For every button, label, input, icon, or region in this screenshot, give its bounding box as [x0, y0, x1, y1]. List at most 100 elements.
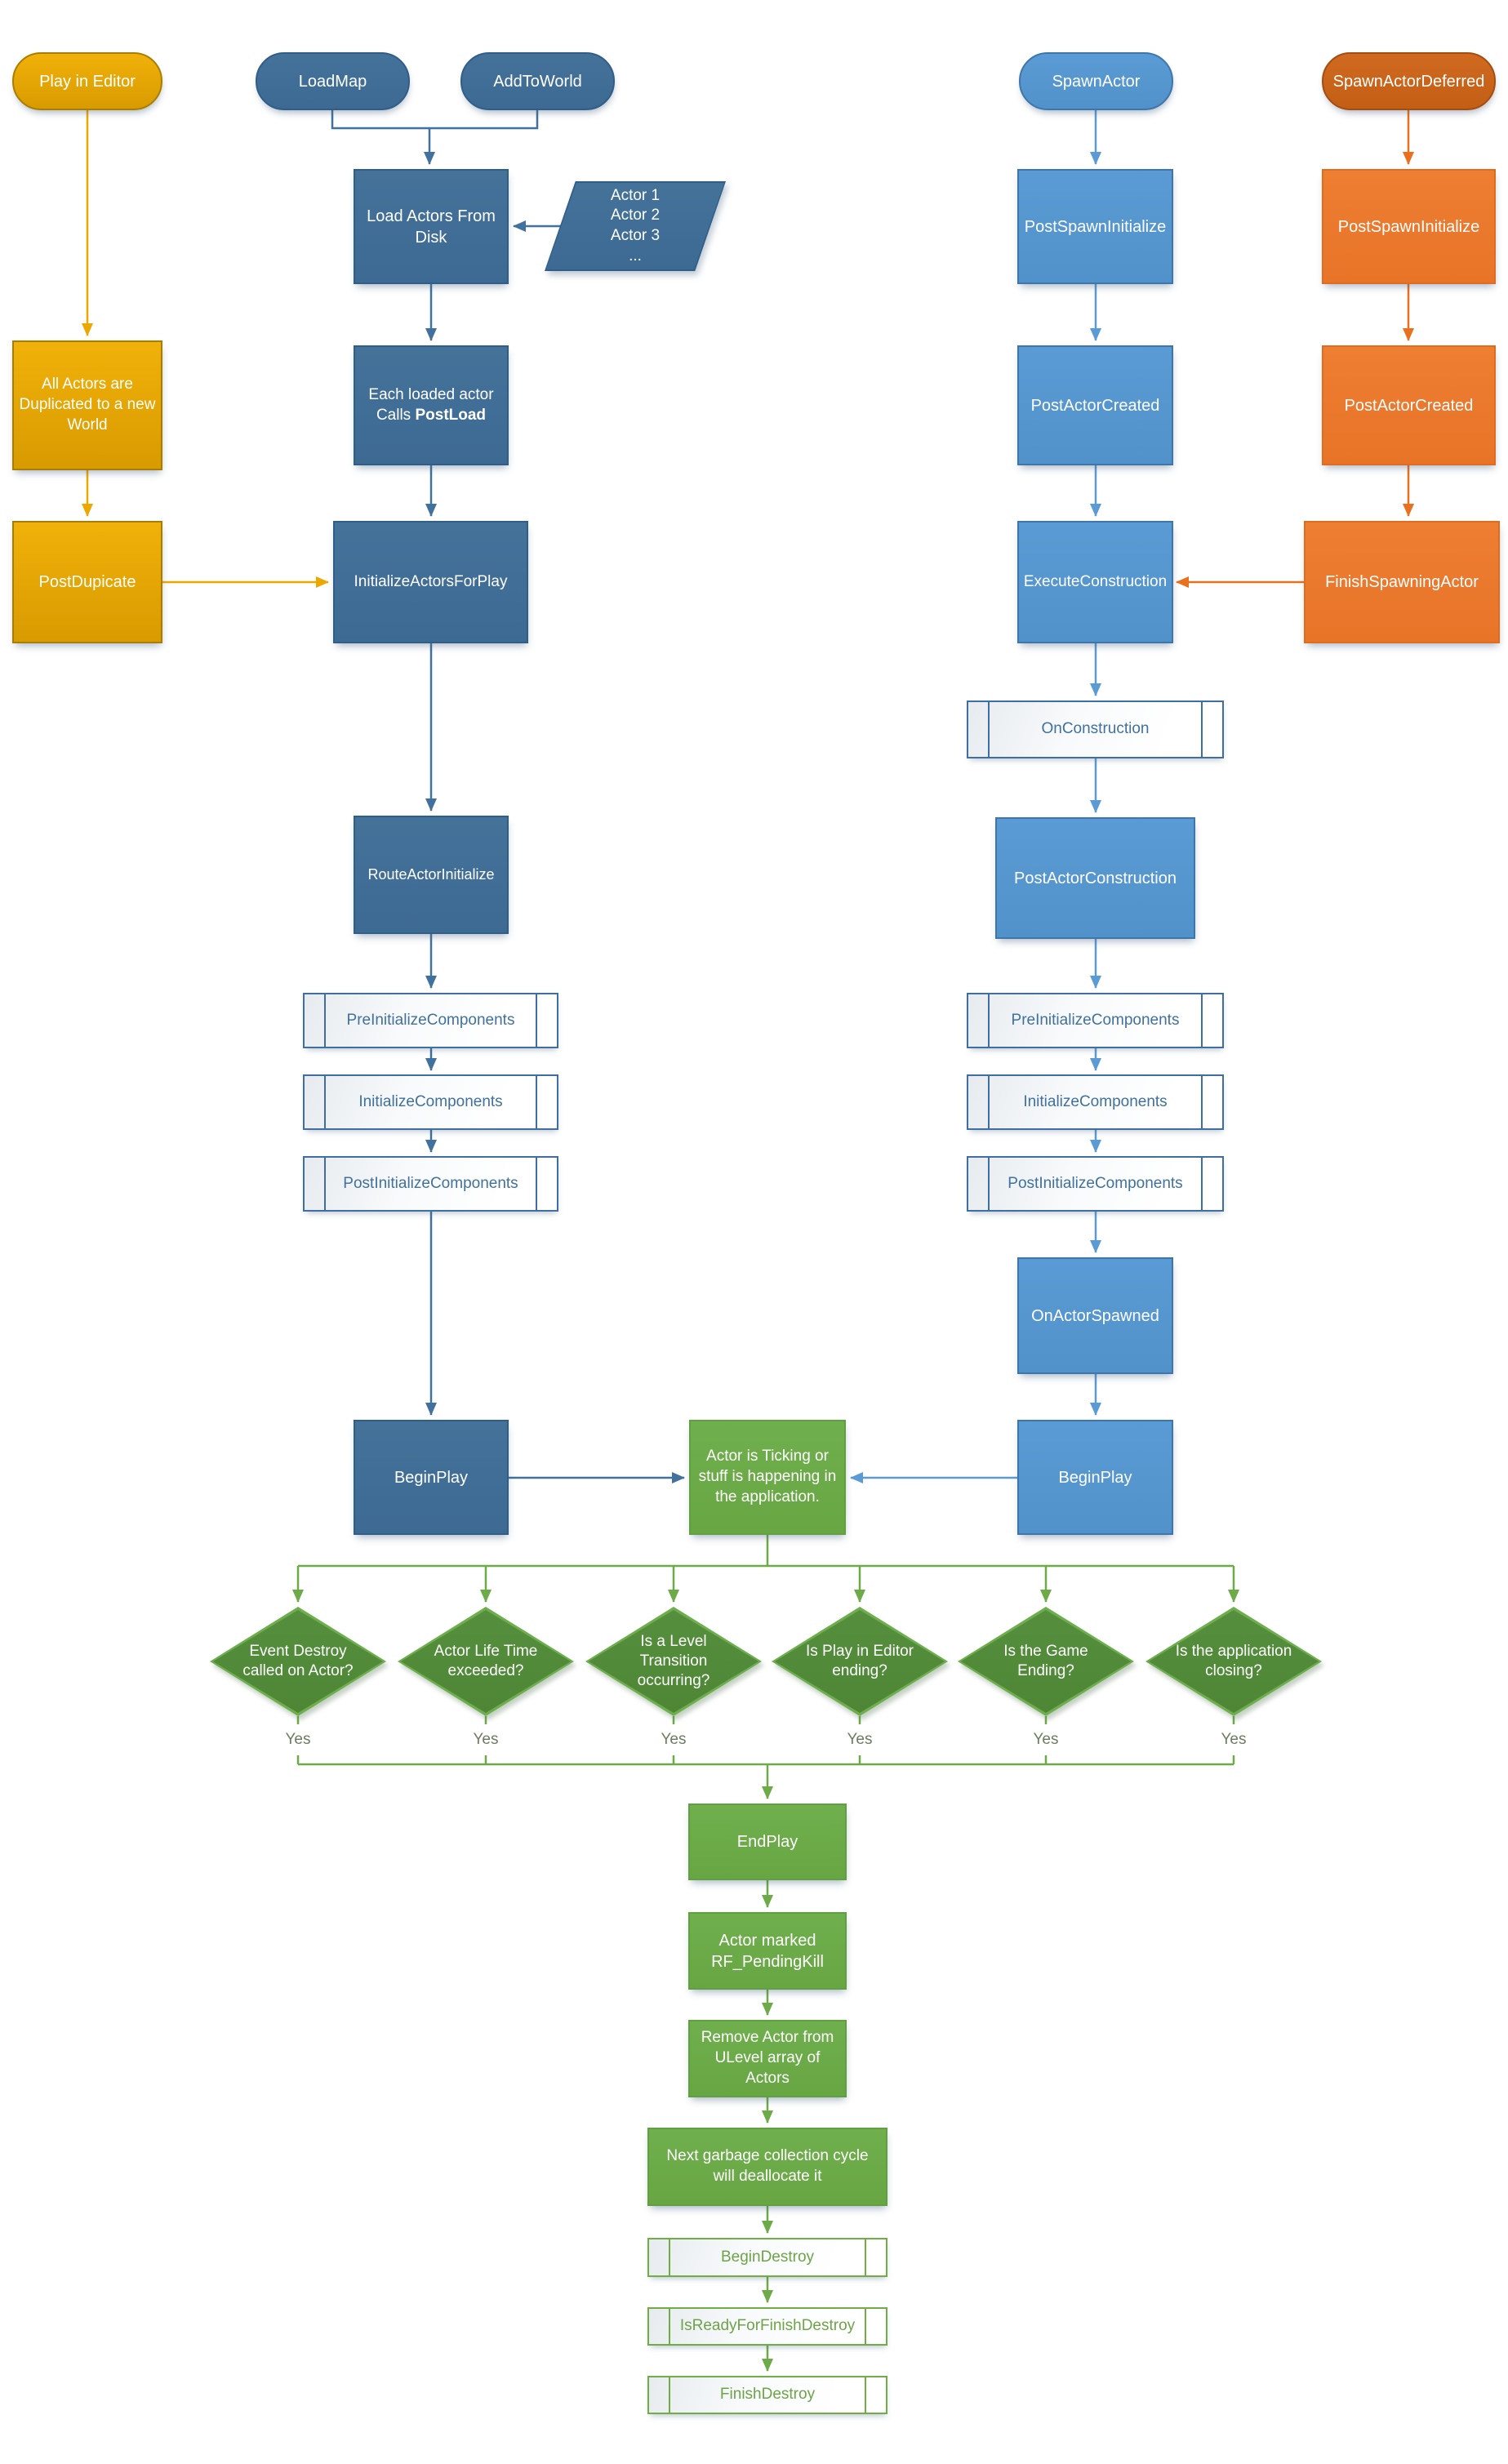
node-label: InitializeComponents: [358, 1092, 503, 1110]
yes-label-3: Yes: [641, 1724, 706, 1755]
node-label: BeginPlay: [394, 1468, 469, 1487]
node-label: Yes: [661, 1730, 687, 1748]
yes-label-2: Yes: [453, 1724, 518, 1755]
diamond-game-ending: Is the Game Ending?: [958, 1607, 1134, 1716]
actor-is-ticking: Actor is Ticking or stuff is happening i…: [689, 1420, 846, 1535]
node-label: Actor marked RF_PendingKill: [711, 1931, 824, 1971]
preinitializecomponents-spawn: PreInitializeComponents: [967, 993, 1224, 1048]
node-label: Next garbage collection cycle will deall…: [666, 2147, 869, 2185]
executeconstruction: ExecuteConstruction: [1017, 521, 1173, 643]
node-label: PostSpawnInitialize: [1024, 217, 1167, 236]
yes-label-5: Yes: [1013, 1724, 1079, 1755]
diamond-app-closing: Is the application closing?: [1145, 1607, 1322, 1716]
yes-label-4: Yes: [827, 1724, 892, 1755]
node-label: SpawnActorDeferred: [1332, 72, 1485, 91]
node-label: Actor is Ticking or stuff is happening i…: [698, 1448, 837, 1506]
node-label: PostActorConstruction: [1014, 869, 1177, 887]
node-label: OnActorSpawned: [1031, 1306, 1159, 1325]
node-label: PostDupicate: [38, 573, 136, 591]
beginplay-main: BeginPlay: [354, 1420, 509, 1535]
beginplay-spawn: BeginPlay: [1017, 1420, 1173, 1535]
node-label: RouteActorInitialize: [367, 865, 495, 883]
start-spawnactor: SpawnActor: [1019, 52, 1173, 110]
node-label: Play in Editor: [39, 72, 136, 91]
node-label: OnConstruction: [1041, 720, 1150, 738]
node-label: ExecuteConstruction: [1023, 572, 1168, 590]
node-label: Yes: [473, 1730, 499, 1748]
node-label: LoadMap: [298, 72, 367, 91]
node-label: BeginPlay: [1058, 1468, 1132, 1487]
node-label: PreInitializeComponents: [346, 1011, 515, 1029]
node-label: PreInitializeComponents: [1011, 1011, 1180, 1029]
all-actors-duplicated: All Actors are Duplicated to a new World: [12, 340, 162, 470]
diamond-pie-ending: Is Play in Editor ending?: [772, 1607, 948, 1716]
node-label: Yes: [847, 1730, 873, 1748]
node-label: Yes: [285, 1730, 311, 1748]
node-label: PostInitializeComponents: [343, 1174, 518, 1192]
node-label: FinishDestroy: [719, 2386, 816, 2404]
node-label: Yes: [1033, 1730, 1059, 1748]
postinitializecomponents-spawn: PostInitializeComponents: [967, 1156, 1224, 1212]
postactorcreated-spawn: PostActorCreated: [1017, 345, 1173, 465]
node-label: Is the Game Ending?: [1003, 1643, 1088, 1679]
node-label: Load Actors From Disk: [367, 207, 496, 247]
postactorcreated-deferred: PostActorCreated: [1322, 345, 1496, 465]
yes-label-6: Yes: [1201, 1724, 1266, 1755]
onconstruction: OnConstruction: [967, 701, 1224, 758]
node-label: IsReadyForFinishDestroy: [679, 2317, 856, 2335]
node-label: PostActorCreated: [1344, 396, 1474, 415]
node-label: Is a Level Transition occurring?: [637, 1633, 710, 1689]
start-loadmap: LoadMap: [256, 52, 410, 110]
node-label: Remove Actor from ULevel array of Actors: [701, 2029, 834, 2087]
next-garbage-collection: Next garbage collection cycle will deall…: [647, 2128, 887, 2206]
node-label: BeginDestroy: [720, 2248, 815, 2266]
node-label: InitializeActorsForPlay: [354, 572, 508, 590]
isreadyforfinishdestroy: IsReadyForFinishDestroy: [647, 2307, 887, 2346]
node-label: Is the application closing?: [1175, 1643, 1292, 1679]
onactorspawned: OnActorSpawned: [1017, 1257, 1173, 1374]
start-play-in-editor: Play in Editor: [12, 52, 162, 110]
postspawninitialize-spawn: PostSpawnInitialize: [1017, 169, 1173, 284]
remove-actor-from-ulevel: Remove Actor from ULevel array of Actors: [688, 2020, 847, 2097]
actor-marked-pendingkill: Actor marked RF_PendingKill: [688, 1912, 847, 1990]
node-label: EndPlay: [736, 1833, 798, 1851]
node-label: InitializeComponents: [1023, 1092, 1168, 1110]
endplay: EndPlay: [688, 1804, 847, 1880]
load-actors-from-disk: Load Actors From Disk: [354, 169, 509, 284]
postactorconstruction: PostActorConstruction: [995, 817, 1195, 939]
diamond-level-transition: Is a Level Transition occurring?: [585, 1607, 762, 1716]
initializecomponents-main: InitializeComponents: [303, 1074, 558, 1130]
start-spawnactordeferred: SpawnActorDeferred: [1322, 52, 1496, 110]
postinitializecomponents-main: PostInitializeComponents: [303, 1156, 558, 1212]
actor-list-data: Actor 1 Actor 2 Actor 3 ...: [545, 181, 726, 271]
node-label: Each loaded actor Calls PostLoad: [368, 385, 494, 424]
connector: [331, 110, 539, 130]
para-shape: [545, 181, 726, 271]
start-addtoworld: AddToWorld: [460, 52, 615, 110]
node-label: Actor Life Time exceeded?: [434, 1643, 538, 1679]
preinitializecomponents-main: PreInitializeComponents: [303, 993, 558, 1048]
node-label: Actor 1 Actor 2 Actor 3 ...: [610, 186, 661, 265]
postdupicate: PostDupicate: [12, 521, 162, 643]
finishspawningactor: FinishSpawningActor: [1304, 521, 1500, 643]
diamond-event-destroy: Event Destroy called on Actor?: [210, 1607, 386, 1716]
node-label: SpawnActor: [1052, 72, 1141, 91]
node-label: PostActorCreated: [1030, 396, 1160, 415]
postspawninitialize-deferred: PostSpawnInitialize: [1322, 169, 1496, 284]
node-label: Event Destroy called on Actor?: [242, 1643, 354, 1679]
diamond-lifetime-exceeded: Actor Life Time exceeded?: [398, 1607, 574, 1716]
begindestroy: BeginDestroy: [647, 2238, 887, 2277]
node-label: PostSpawnInitialize: [1337, 217, 1480, 236]
initializeactorsforplay: InitializeActorsForPlay: [333, 521, 528, 643]
node-label: Yes: [1221, 1730, 1247, 1748]
finishdestroy: FinishDestroy: [647, 2376, 887, 2414]
routeactorinitialize: RouteActorInitialize: [354, 816, 509, 934]
node-label: All Actors are Duplicated to a new World: [19, 376, 156, 434]
node-label: Is Play in Editor ending?: [806, 1643, 914, 1679]
node-label: AddToWorld: [493, 72, 582, 91]
yes-label-1: Yes: [265, 1724, 331, 1755]
each-loaded-actor-postload: Each loaded actor Calls PostLoad: [354, 345, 509, 465]
node-label: FinishSpawningActor: [1325, 573, 1479, 591]
node-label: PostInitializeComponents: [1008, 1174, 1183, 1192]
